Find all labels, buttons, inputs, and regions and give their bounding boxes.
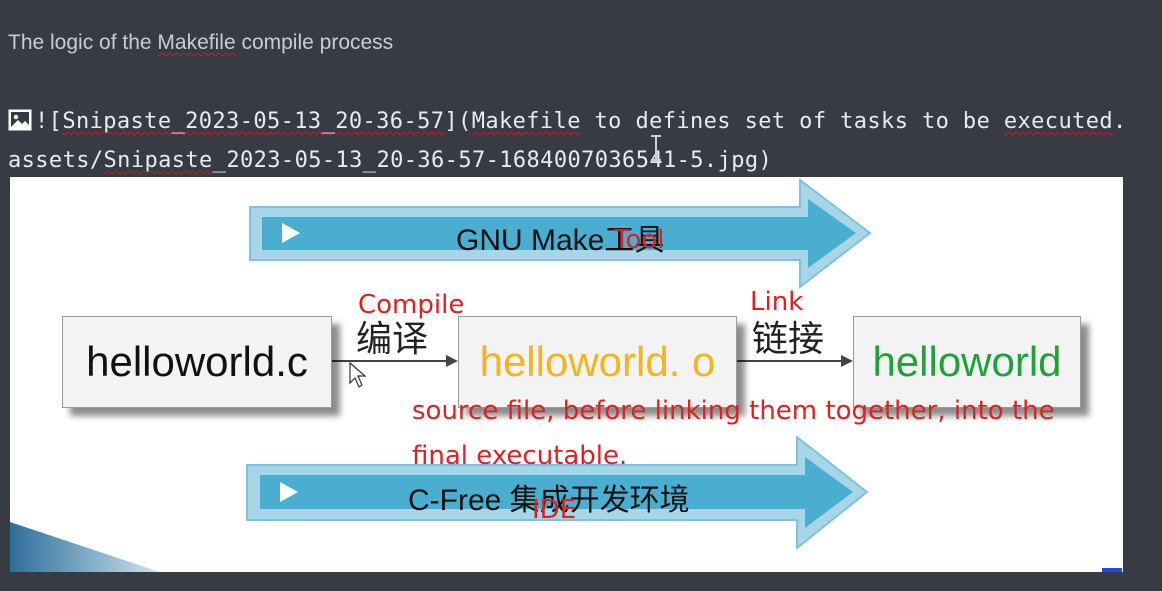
play-icon bbox=[282, 223, 300, 243]
executable-node: helloworld bbox=[853, 316, 1081, 408]
md-alt-text: Snipaste_2023-05-13_20-36-57 bbox=[62, 109, 445, 134]
blue-corner-mark bbox=[1102, 568, 1122, 572]
image-icon bbox=[8, 105, 32, 131]
link-annotation: Link bbox=[750, 287, 804, 317]
object-file-node: helloworld. o bbox=[458, 316, 737, 408]
heading-spell-word: Makefile bbox=[157, 31, 236, 54]
link-chinese-label: 链接 bbox=[752, 319, 825, 360]
play-icon bbox=[280, 482, 298, 502]
section-heading: The logic of the Makefile compile proces… bbox=[8, 31, 393, 55]
compile-annotation: Compile bbox=[358, 290, 465, 320]
heading-text-before: The logic of the bbox=[8, 31, 158, 54]
cfree-ide-label: C-Free 集成开发环境 bbox=[408, 484, 690, 517]
note-line-1: source file, before linking them togethe… bbox=[412, 396, 1055, 426]
slide-corner-decoration bbox=[10, 522, 160, 572]
link-arrow bbox=[735, 355, 853, 367]
md-path-rest1: to defines set of tasks to be bbox=[580, 109, 1004, 134]
md-path-rest3: _2023-05-13_20-36-57-1684007036541-5.jpg… bbox=[212, 148, 773, 173]
text-cursor-icon bbox=[651, 135, 661, 161]
note-line-2: final executable. bbox=[412, 441, 628, 471]
mouse-pointer-icon bbox=[349, 361, 367, 388]
md-bang: ! bbox=[35, 109, 49, 134]
md-path-word3: Snipaste bbox=[103, 148, 213, 173]
diagram-graphics bbox=[10, 177, 872, 572]
gnu-make-band-arrow bbox=[249, 177, 872, 290]
md-path-word2: executed bbox=[1003, 109, 1114, 134]
gnu-make-label: GNU Make工具 bbox=[456, 224, 665, 257]
source-file-node: helloworld.c bbox=[62, 316, 332, 408]
md-bracket-open: [ bbox=[48, 109, 63, 134]
compile-arrow bbox=[330, 355, 458, 367]
md-path-word1: Makefile bbox=[471, 109, 581, 134]
compile-chinese-label: 编译 bbox=[356, 319, 429, 360]
cfree-band-arrow bbox=[246, 434, 869, 551]
md-mid: ]( bbox=[444, 109, 472, 134]
markdown-image-source[interactable]: ![Snipaste_2023-05-13_20-36-57](Makefile… bbox=[8, 102, 1133, 180]
diagram-image: GNU Make工具 Tool helloworld.c helloworld.… bbox=[10, 177, 1123, 572]
tool-annotation: Tool bbox=[614, 225, 665, 255]
heading-text-after: compile process bbox=[235, 31, 394, 54]
ide-annotation: IDE bbox=[532, 495, 577, 525]
md-path-rest2: .assets/ bbox=[8, 109, 1127, 173]
